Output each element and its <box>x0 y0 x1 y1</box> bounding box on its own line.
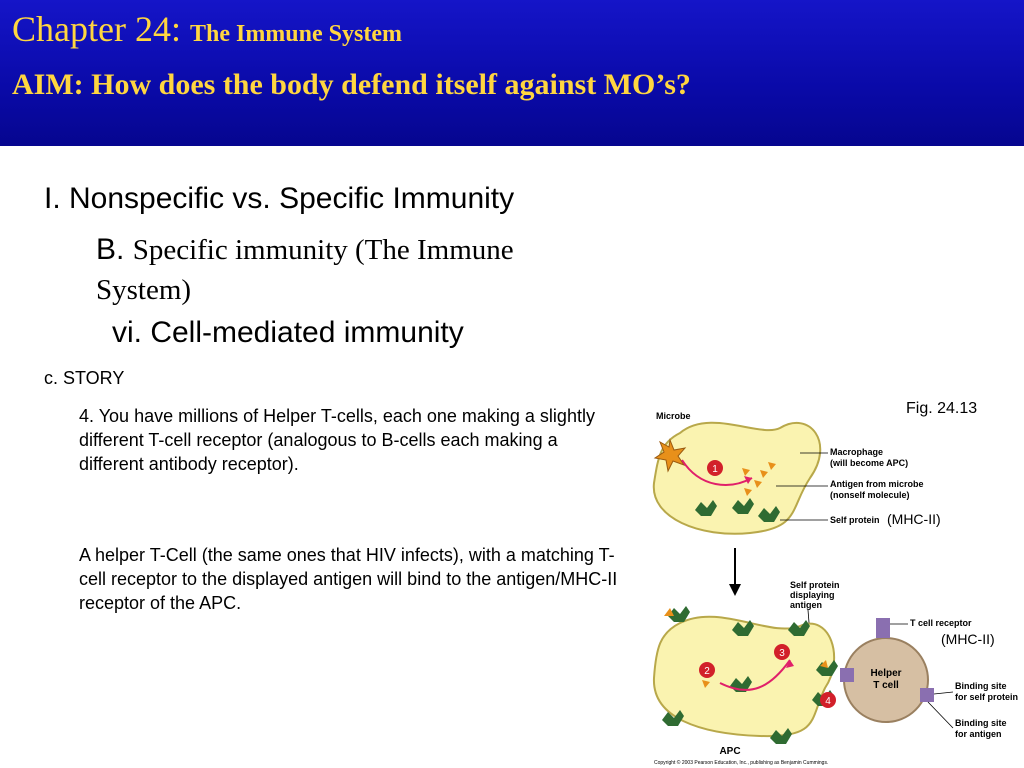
label-antigen: Antigen from microbe <box>830 479 924 489</box>
aim-title: AIM: How does the body defend itself aga… <box>12 68 691 101</box>
macrophage-cell <box>652 421 822 535</box>
label-helper: Helper <box>870 668 901 679</box>
binding-site-self-icon <box>840 668 854 682</box>
label-self-protein: Self protein <box>830 515 880 525</box>
surface-protein-icon <box>816 660 838 676</box>
self-protein-icon <box>732 498 754 514</box>
step-3-marker <box>774 644 790 660</box>
outline-level-2-text-cont: System) <box>96 274 192 306</box>
label-displaying-2: displaying <box>790 590 835 600</box>
processing-arrow <box>719 659 791 691</box>
label-antigen-sub: (nonself molecule) <box>830 490 910 500</box>
microbe-icon <box>653 438 687 473</box>
label-tcell-receptor: T cell receptor <box>910 618 972 628</box>
label-displaying-3: antigen <box>790 600 822 610</box>
outline-level-2-text: Specific immunity (The Immune <box>132 234 514 266</box>
label-tcell: T cell <box>873 680 899 691</box>
phagocytosis-arrow <box>681 459 753 486</box>
surface-protein-icon <box>732 620 754 636</box>
self-protein-icon <box>758 506 780 522</box>
label-macrophage-sub: (will become APC) <box>830 458 908 468</box>
label-displaying-1: Self protein <box>790 580 840 590</box>
outline-level-2-letter: B. <box>96 233 125 266</box>
step-2-text: 2 <box>704 666 710 677</box>
outline-level-1: I. Nonspecific vs. Specific Immunity <box>44 182 515 215</box>
paragraph-tcell-binding: A helper T-Cell (the same ones that HIV … <box>79 545 618 613</box>
label-microbe: Microbe <box>656 411 691 421</box>
step-1-marker <box>707 460 723 476</box>
label-binding-self: Binding site <box>955 681 1007 691</box>
label-binding-antigen-2: for antigen <box>955 729 1002 739</box>
step-2-marker <box>699 662 715 678</box>
mhc-note-1: (MHC-II) <box>887 511 941 527</box>
step-4-marker <box>820 692 836 708</box>
chapter-title: Chapter 24: The Immune System <box>12 8 402 50</box>
chapter-subtitle: The Immune System <box>189 21 402 47</box>
label-macrophage: Macrophage <box>830 447 883 457</box>
outline-level-2: B. Specific immunity (The Immune System) <box>96 230 514 310</box>
story-label: c. STORY <box>44 368 125 388</box>
immune-diagram: 1 Microbe Macrophage (will become APC) A… <box>652 411 1018 766</box>
step-3-text: 3 <box>779 648 785 659</box>
figure-label: Fig. 24.13 <box>906 400 978 417</box>
binding-site-antigen-icon <box>920 688 934 702</box>
label-binding-antigen: Binding site <box>955 718 1007 728</box>
surface-protein-icon <box>788 620 810 636</box>
chapter-number: Chapter 24: <box>12 9 181 49</box>
paragraph-helper-tcells: 4. You have millions of Helper T-cells, … <box>79 406 595 474</box>
title-banner: Chapter 24: The Immune System AIM: How d… <box>0 0 1024 146</box>
surface-protein-icon <box>668 606 690 622</box>
surface-protein-icon <box>770 728 792 744</box>
tcell-receptor-icon <box>876 618 890 638</box>
copyright-note: Copyright © 2003 Pearson Education, Inc.… <box>654 759 828 766</box>
mhc-note-2: (MHC-II) <box>941 631 995 647</box>
outline-level-3: vi. Cell-mediated immunity <box>112 316 464 349</box>
label-apc: APC <box>719 746 740 757</box>
self-protein-icon <box>695 500 717 516</box>
apc-cell <box>652 615 835 738</box>
step-4-text: 4 <box>825 696 831 707</box>
step-1-text: 1 <box>712 464 718 475</box>
surface-protein-icon <box>662 710 684 726</box>
label-binding-self-2: for self protein <box>955 692 1018 702</box>
